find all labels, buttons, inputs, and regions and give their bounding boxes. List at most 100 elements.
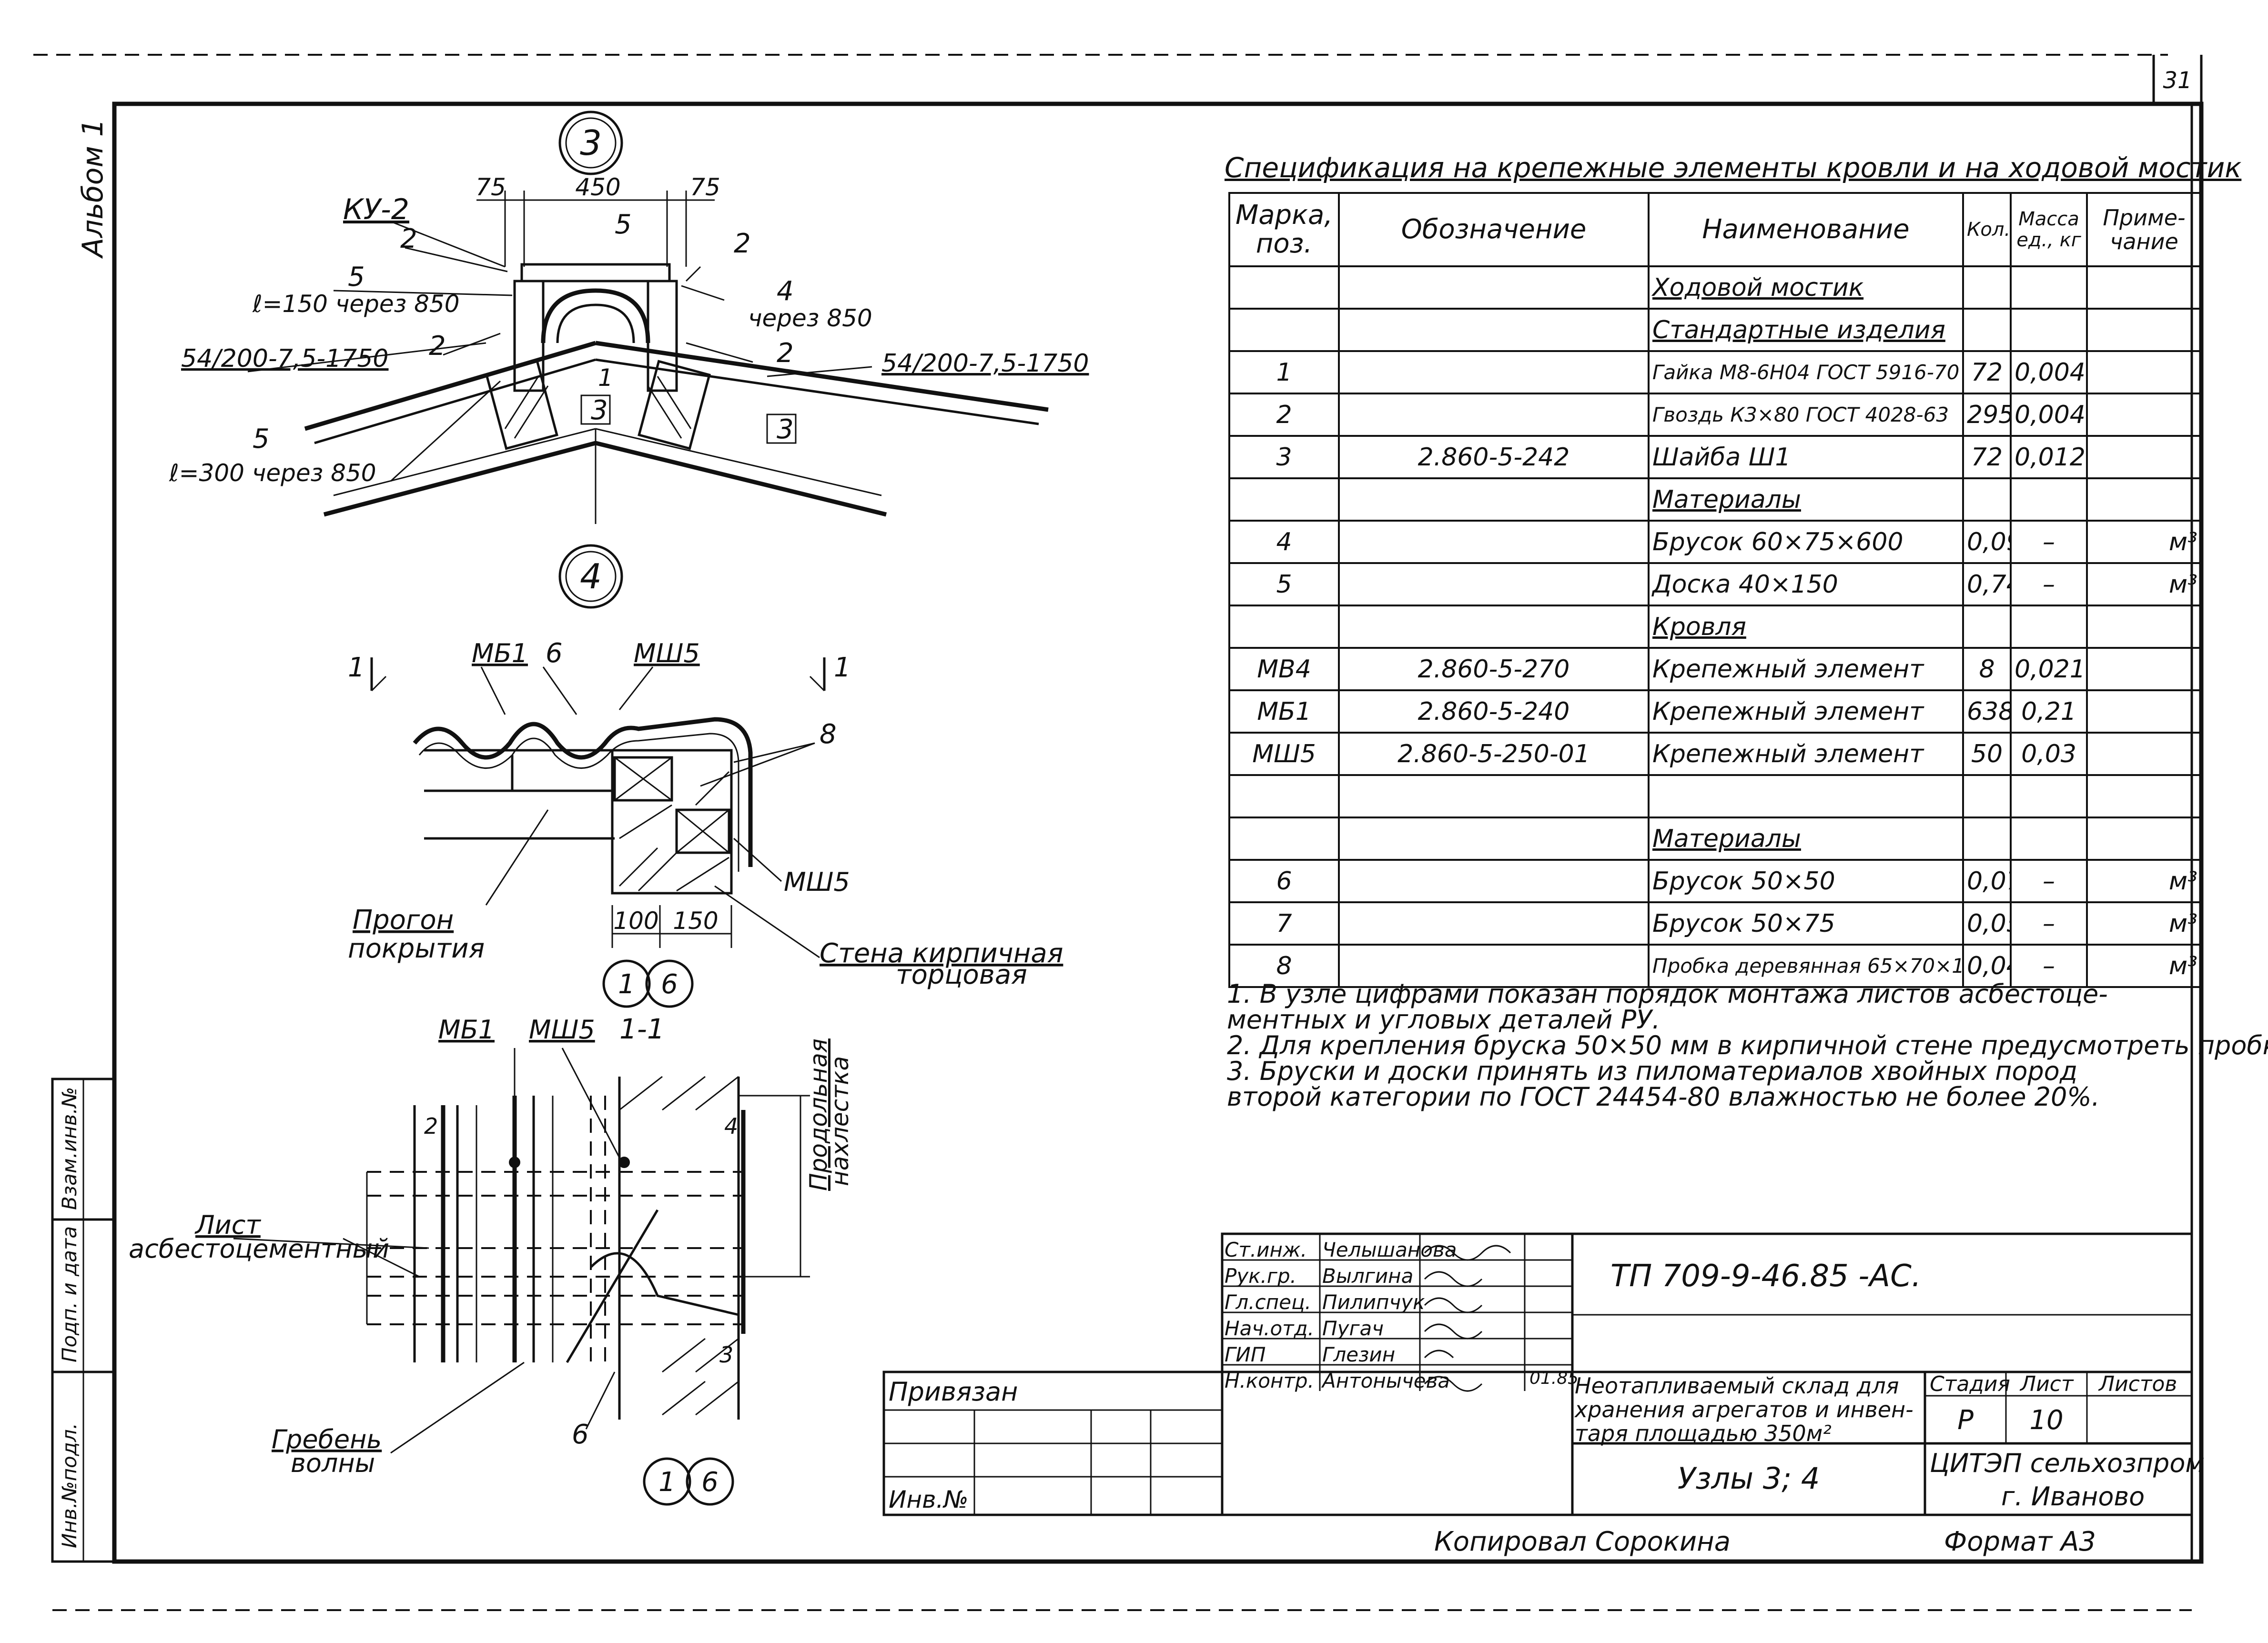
node-4-cut-left: 1 bbox=[348, 652, 365, 683]
notes: 1. В узле цифрами показан порядок монтаж… bbox=[1227, 979, 2268, 1112]
spec-cell-mass: 0,021 bbox=[2010, 647, 2088, 691]
spec-cell-name: Брусок 50×50 bbox=[1648, 859, 1964, 903]
spec-cell-code: 2.860-5-270 bbox=[1338, 647, 1650, 691]
spec-cell-mass bbox=[2010, 605, 2088, 649]
spec-row: Материалы bbox=[1228, 816, 2202, 861]
node-3-label-5-top: 5 bbox=[615, 209, 632, 240]
spec-cell-code bbox=[1338, 605, 1650, 649]
note-line: второй категории по ГОСТ 24454-80 влажно… bbox=[1227, 1082, 2100, 1112]
spec-cell-note bbox=[2086, 435, 2202, 479]
section-label-4: 4 bbox=[724, 1113, 738, 1139]
spec-cell-note: м³ bbox=[2086, 562, 2202, 606]
spec-cell-name: Брусок 60×75×600 bbox=[1648, 520, 1964, 564]
spec-cell-mass: – bbox=[2010, 562, 2088, 606]
tb-role-1: Ст.инж. bbox=[1225, 1238, 1307, 1261]
spec-cell-mass bbox=[2010, 265, 2088, 310]
spec-header-pos: Марка, поз. bbox=[1228, 192, 1340, 267]
spec-cell-qty: 72 bbox=[1962, 350, 2012, 394]
spec-row: Ходовой мостик bbox=[1228, 265, 2202, 310]
node-3-dim-450: 450 bbox=[575, 173, 620, 201]
node-4-ref-circle-a bbox=[602, 959, 651, 1008]
spec-cell-pos bbox=[1228, 477, 1340, 522]
spec-cell-qty: 638 bbox=[1962, 689, 2012, 734]
spec-cell-pos: 7 bbox=[1228, 901, 1340, 946]
spec-cell-mass bbox=[2010, 477, 2088, 522]
section-overhang-1: Продольная bbox=[805, 1038, 832, 1191]
section-ref-circle-b bbox=[686, 1457, 734, 1506]
section-label-2: 2 bbox=[424, 1113, 438, 1139]
spec-cell-pos bbox=[1228, 308, 1340, 352]
node-4-dim-150: 150 bbox=[673, 907, 718, 935]
spec-cell-note bbox=[2086, 689, 2202, 734]
spec-cell-pos: 3 bbox=[1228, 435, 1340, 479]
spec-cell-pos: МВ4 bbox=[1228, 647, 1340, 691]
spec-cell-code bbox=[1338, 265, 1650, 310]
section-label-3: 3 bbox=[719, 1342, 733, 1368]
section-ref-b: 6 bbox=[701, 1467, 719, 1498]
spec-cell-pos: 5 bbox=[1228, 562, 1340, 606]
section-ref-a: 1 bbox=[658, 1467, 676, 1498]
spec-cell-code bbox=[1338, 816, 1650, 861]
spec-cell-mass: 0,0044 bbox=[2010, 393, 2088, 437]
spec-cell-note bbox=[2086, 477, 2202, 522]
spec-cell-qty: 295 bbox=[1962, 393, 2012, 437]
spec-cell-note bbox=[2086, 732, 2202, 776]
node-3-label-2c: 2 bbox=[429, 331, 446, 362]
spec-cell-mass: 0,012 bbox=[2010, 435, 2088, 479]
spec-header-qty: Кол. bbox=[1962, 192, 2012, 267]
node-4-label-6: 6 bbox=[546, 638, 563, 669]
section-overhang-2: нахлестка bbox=[826, 1056, 854, 1186]
node-4-label-8: 8 bbox=[820, 719, 837, 750]
spec-cell-qty: 0,097 bbox=[1962, 520, 2012, 564]
note-line: 3. Бруски и доски принять из пиломатериа… bbox=[1227, 1056, 2078, 1086]
spec-cell-note bbox=[2086, 774, 2202, 818]
spec-cell-name: Гайка М8-6Н04 ГОСТ 5916-70 bbox=[1648, 350, 1964, 394]
tb-org-2: г. Иваново bbox=[2001, 1482, 2145, 1512]
node-3-label-2d: 2 bbox=[777, 338, 794, 369]
tb-sheet-label: Лист bbox=[2019, 1372, 2074, 1396]
node-4-drawing: 4 1 1 100 150 bbox=[348, 544, 1063, 1008]
spec-cell-note bbox=[2086, 647, 2202, 691]
spec-cell-qty: 0,07 bbox=[1962, 859, 2012, 903]
node-3-label-1: 1 bbox=[598, 364, 613, 392]
section-ridge-1: Гребень bbox=[272, 1424, 382, 1454]
node-4-dim-100: 100 bbox=[613, 907, 658, 935]
node-3-l300: ℓ=300 через 850 bbox=[169, 459, 376, 487]
node-3-marker bbox=[558, 111, 623, 175]
node-4-wall-1: Стена кирпичная bbox=[820, 938, 1063, 969]
tb-org-1: ЦИТЭП сельхозпром bbox=[1930, 1448, 2205, 1478]
section-ridge-2: волны bbox=[291, 1448, 375, 1478]
node-3-through-850: через 850 bbox=[748, 304, 872, 332]
stamp-inv-podl: Инв.№подл. bbox=[58, 1423, 81, 1548]
spec-cell-note bbox=[2086, 816, 2202, 861]
spec-cell-qty: 0,04 bbox=[1962, 944, 2012, 988]
spec-cell-pos: МБ1 bbox=[1228, 689, 1340, 734]
spec-row bbox=[1228, 774, 2202, 818]
tb-object-line-3: таря площадью 350м² bbox=[1575, 1421, 1832, 1446]
copied-by: Копировал Сорокина bbox=[1434, 1526, 1731, 1557]
tb-stage-label: Стадия bbox=[1930, 1372, 2010, 1396]
note-line: 1. В узле цифрами показан порядок монтаж… bbox=[1227, 979, 2108, 1009]
section-sheet-1: Лист bbox=[194, 1210, 261, 1240]
tb-object-line-2: хранения агрегатов и инвен- bbox=[1574, 1397, 1914, 1422]
spec-cell-mass: – bbox=[2010, 901, 2088, 946]
spec-cell-name: Крепежный элемент bbox=[1648, 647, 1964, 691]
spec-cell-pos bbox=[1228, 774, 1340, 818]
spec-row: Материалы bbox=[1228, 477, 2202, 522]
tb-role-6: Н.контр. bbox=[1225, 1369, 1314, 1392]
tb-sheets-label: Листов bbox=[2098, 1372, 2177, 1396]
stamp-inv-replace: Взам.инв.№ bbox=[58, 1087, 81, 1210]
spec-cell-name: Кровля bbox=[1648, 605, 1964, 649]
node-3-label-4: 4 bbox=[777, 276, 794, 307]
spec-cell-mass: – bbox=[2010, 520, 2088, 564]
node-4-mw5-side: МШ5 bbox=[784, 867, 850, 897]
spec-cell-mass bbox=[2010, 774, 2088, 818]
spec-cell-qty bbox=[1962, 816, 2012, 861]
spec-cell-note bbox=[2086, 605, 2202, 649]
